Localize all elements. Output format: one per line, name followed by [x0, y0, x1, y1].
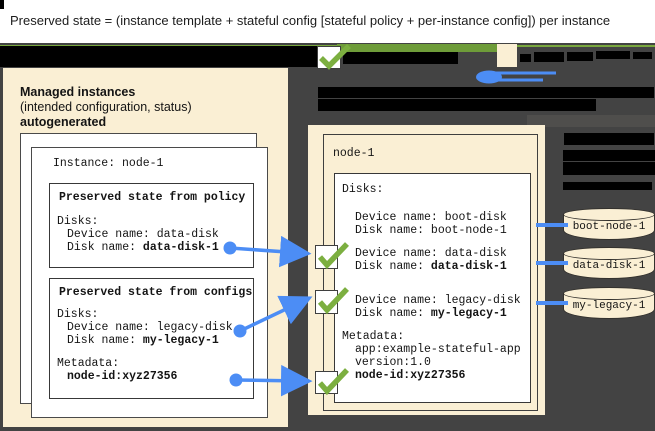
panel-subheading-bold: autogenerated	[20, 115, 107, 129]
preserved-state-configs-box: Preserved state from configs Disks: Devi…	[49, 278, 254, 399]
cylinder-top	[563, 208, 655, 221]
panel-subheading: (intended configuration, status)	[20, 100, 192, 114]
disk-name-label: Disk name:	[355, 307, 431, 320]
device-name-line: Device name: legacy-disk	[67, 321, 233, 334]
redacted-text-bar	[0, 46, 318, 67]
redacted-text-bar	[520, 54, 531, 62]
checkbox-metadata	[315, 371, 338, 394]
disk-name-label: Disk name:	[355, 260, 431, 273]
disk-cylinder-data: data-disk-1	[563, 247, 655, 280]
checkbox-top	[317, 46, 341, 69]
disk-name-line: Disk name: boot-node-1	[355, 224, 507, 237]
redacted-text-bar	[318, 87, 654, 98]
device-name-line: Device name: data-disk	[355, 247, 507, 260]
disk-name-line: Disk name: my-legacy-1	[67, 334, 219, 347]
disk-name-value: data-disk-1	[142, 241, 219, 254]
title-bar: Preserved state = (instance template + s…	[0, 0, 655, 43]
panel-heading: Managed instances	[20, 85, 136, 99]
metadata-label: Metadata:	[342, 330, 405, 343]
managed-instances-panel: Managed instances (intended configuratio…	[3, 68, 288, 427]
instance-title: Instance: node-1	[53, 157, 164, 170]
redacted-text-bar	[633, 52, 652, 59]
disk-name-value: my-legacy-1	[430, 307, 507, 320]
redacted-text-bar	[564, 133, 654, 145]
gray-highlight-bar	[527, 115, 655, 127]
metadata-version-line: version:1.0	[355, 356, 431, 369]
cylinder-top	[563, 287, 655, 300]
disk-name-label: Disk name:	[67, 241, 143, 254]
disk-name-line: Disk name: data-disk-1	[67, 241, 219, 254]
instance-card: Instance: node-1 Preserved state from po…	[31, 147, 268, 418]
beige-marker-box	[497, 44, 517, 67]
metadata-label: Metadata:	[57, 357, 120, 370]
redacted-text-bar	[563, 150, 655, 161]
disk-name-label: Disk name:	[67, 334, 143, 347]
metadata-nodeid-line: node-id:xyz27356	[355, 369, 466, 382]
disk-cylinder-label: boot-node-1	[572, 221, 646, 233]
disk-name-line: Disk name: my-legacy-1	[355, 307, 507, 320]
redacted-text-bar	[567, 52, 593, 61]
disks-label: Disks:	[57, 215, 99, 228]
diagram-title: Preserved state = (instance template + s…	[10, 13, 611, 28]
disks-label: Disks:	[57, 308, 99, 321]
node-box: node-1 Disks: Device name: boot-disk Dis…	[323, 134, 538, 411]
cylinder-top	[563, 247, 655, 260]
disk-cylinder-label: data-disk-1	[572, 260, 646, 272]
disk-name-value: my-legacy-1	[142, 334, 219, 347]
device-name-line: Device name: boot-disk	[355, 211, 507, 224]
device-name-line: Device name: legacy-disk	[355, 294, 521, 307]
redacted-text-bar	[318, 99, 596, 111]
blue-scribble	[476, 70, 556, 84]
disk-cylinder-boot: boot-node-1	[563, 208, 655, 241]
redacted-text-bar	[343, 52, 458, 64]
preserved-state-policy-box: Preserved state from policy Disks: Devic…	[49, 183, 254, 268]
redacted-text-bar	[534, 52, 564, 62]
disk-name-value: boot-node-1	[430, 224, 507, 237]
vm-instance-panel: node-1 Disks: Device name: boot-disk Dis…	[308, 125, 545, 415]
disks-label: Disks:	[342, 183, 384, 196]
redacted-text-bar	[563, 182, 652, 190]
configs-box-title: Preserved state from configs	[59, 286, 253, 299]
disk-cylinder-label: my-legacy-1	[572, 300, 646, 312]
disk-cylinder-legacy: my-legacy-1	[563, 287, 655, 320]
node-title: node-1	[333, 147, 375, 160]
metadata-app-line: app:example-stateful-app	[355, 343, 521, 356]
green-connector-bar	[337, 44, 497, 52]
disk-name-value: data-disk-1	[430, 260, 507, 273]
metadata-value: node-id:xyz27356	[67, 370, 178, 383]
disk-name-line: Disk name: data-disk-1	[355, 260, 507, 273]
checkbox-data-disk	[315, 245, 338, 269]
redacted-text-bar	[563, 162, 655, 175]
policy-box-title: Preserved state from policy	[59, 191, 246, 204]
redacted-text-bar	[596, 51, 630, 59]
redacted-corner-mark	[0, 0, 4, 9]
disk-name-label: Disk name:	[355, 224, 431, 237]
node-disks-box: Disks: Device name: boot-disk Disk name:…	[334, 173, 531, 403]
checkbox-legacy-disk	[315, 290, 338, 314]
device-name-line: Device name: data-disk	[67, 228, 219, 241]
